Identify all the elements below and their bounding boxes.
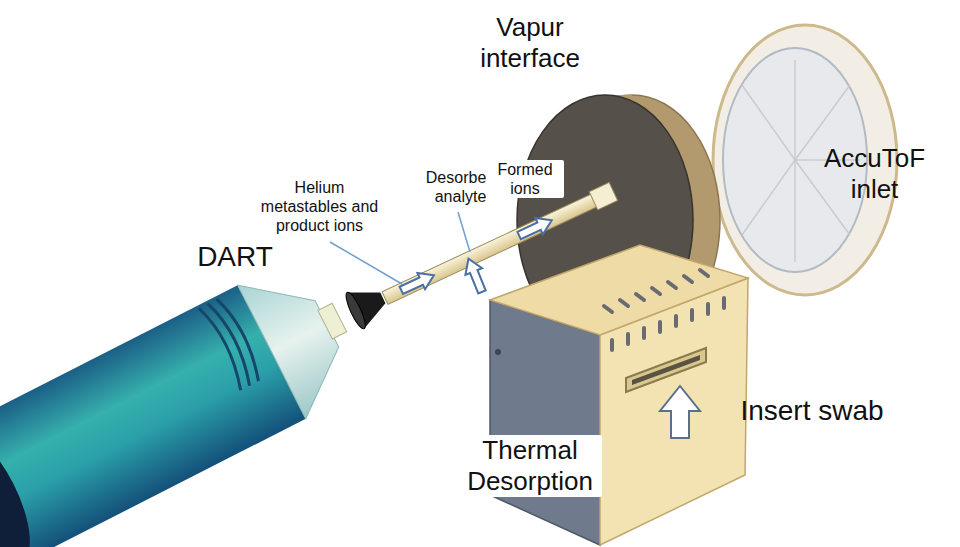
swab-slot-opening xyxy=(632,355,700,385)
desorb-arrow xyxy=(460,255,490,295)
leader-line xyxy=(330,242,402,284)
flow-arrow xyxy=(515,212,555,244)
flow-label: Helium metastables and product ions xyxy=(252,178,387,236)
part-label: AccuToF inlet xyxy=(812,143,937,205)
insert-arrow xyxy=(660,386,700,438)
swab-slot xyxy=(626,348,706,392)
box-side xyxy=(490,300,600,545)
dart-end xyxy=(0,417,47,547)
flow-label: Formed ions xyxy=(486,160,564,198)
instruction-label: Insert swab xyxy=(712,394,912,428)
vent-slots xyxy=(604,270,724,350)
ion-funnel xyxy=(343,280,392,331)
box-screw xyxy=(495,349,501,355)
box-top xyxy=(490,245,748,335)
transfer-tube xyxy=(381,182,618,307)
leader-line xyxy=(458,212,470,252)
flow-arrow xyxy=(398,267,438,299)
part-label: DART xyxy=(190,240,280,274)
dart-source xyxy=(0,251,373,547)
thermal-desorption-unit xyxy=(490,245,748,545)
dart-cone xyxy=(238,257,361,419)
part-label: Thermal Desorption xyxy=(458,435,602,497)
dart-nozzle xyxy=(318,303,347,339)
funnel-mouth xyxy=(343,290,369,330)
part-label: Vapur interface xyxy=(455,12,605,74)
tube-body xyxy=(382,192,601,304)
tube-nozzle xyxy=(589,182,617,209)
